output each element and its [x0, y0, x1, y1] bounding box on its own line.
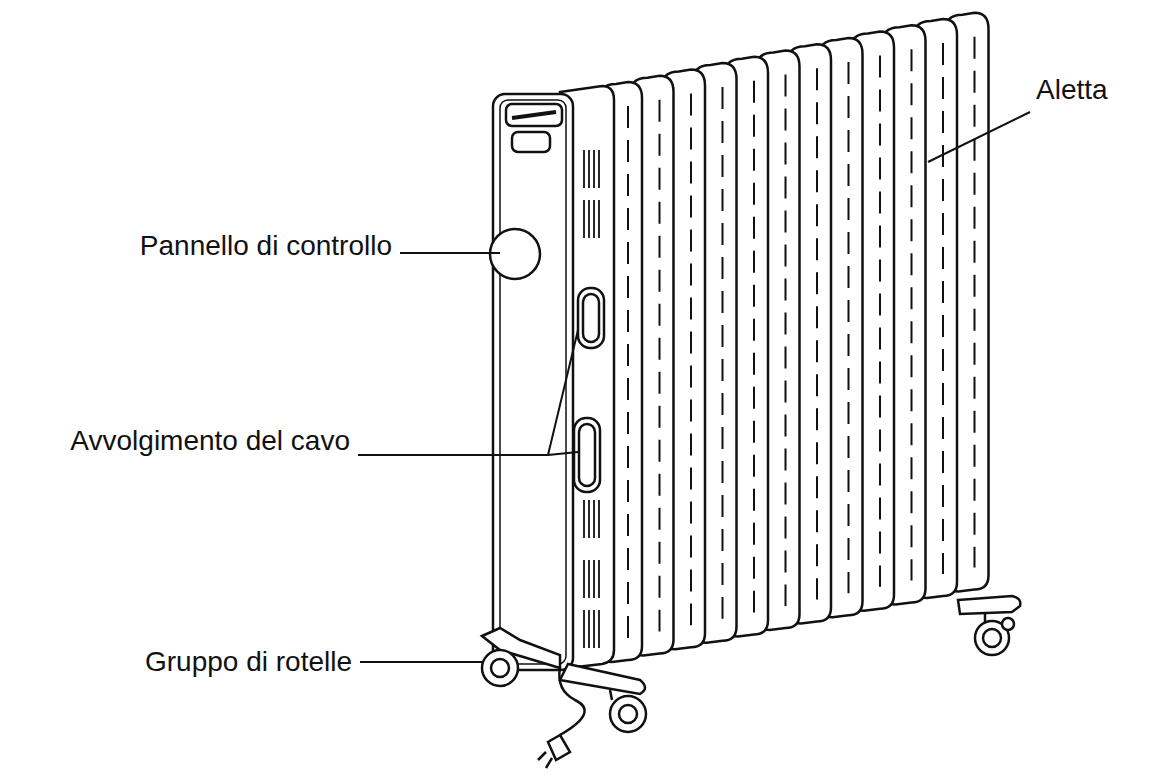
cord-wrap — [578, 288, 604, 348]
vent-slot — [593, 500, 595, 538]
vent-slot — [588, 200, 590, 238]
fin-groove — [974, 37, 976, 568]
vent-slot — [593, 150, 595, 188]
fin-groove — [722, 87, 724, 619]
rear-wheel-group — [958, 596, 1020, 655]
part-label: Aletta — [1036, 73, 1108, 107]
vent-slot — [598, 610, 600, 648]
fin-groove — [942, 43, 944, 574]
vent-slot — [588, 500, 590, 538]
cord-wrap — [574, 418, 600, 492]
front-wheel-group — [482, 628, 646, 768]
vent-slot — [598, 500, 600, 538]
vent-slot — [593, 560, 595, 598]
fin-groove — [785, 75, 787, 607]
part-label: Gruppo di rotelle — [145, 645, 352, 679]
fin-groove — [911, 49, 913, 580]
fin-groove — [848, 62, 850, 593]
vent-slot — [588, 560, 590, 598]
fin-groove — [659, 100, 661, 632]
fin-groove — [816, 68, 818, 599]
vent-slot — [593, 200, 595, 238]
vent-slot — [593, 610, 595, 648]
leader-lines — [358, 112, 1030, 662]
front-housing — [490, 86, 614, 670]
fin-groove — [753, 81, 755, 613]
vent-slot — [588, 150, 590, 188]
vent-slot — [598, 150, 600, 188]
vent-slot — [583, 560, 585, 598]
vent-slot — [583, 200, 585, 238]
vent-slot — [583, 500, 585, 538]
fin-groove — [627, 106, 629, 638]
vent-slot — [588, 610, 590, 648]
fin-groove — [690, 93, 692, 625]
fin-groove — [879, 56, 881, 587]
vent-slot — [598, 200, 600, 238]
vent-slot — [583, 150, 585, 188]
part-label: Pannello di controllo — [140, 229, 392, 263]
vent-slot — [583, 610, 585, 648]
part-label: Avvolgimento del cavo — [70, 424, 350, 458]
vent-slot — [598, 560, 600, 598]
